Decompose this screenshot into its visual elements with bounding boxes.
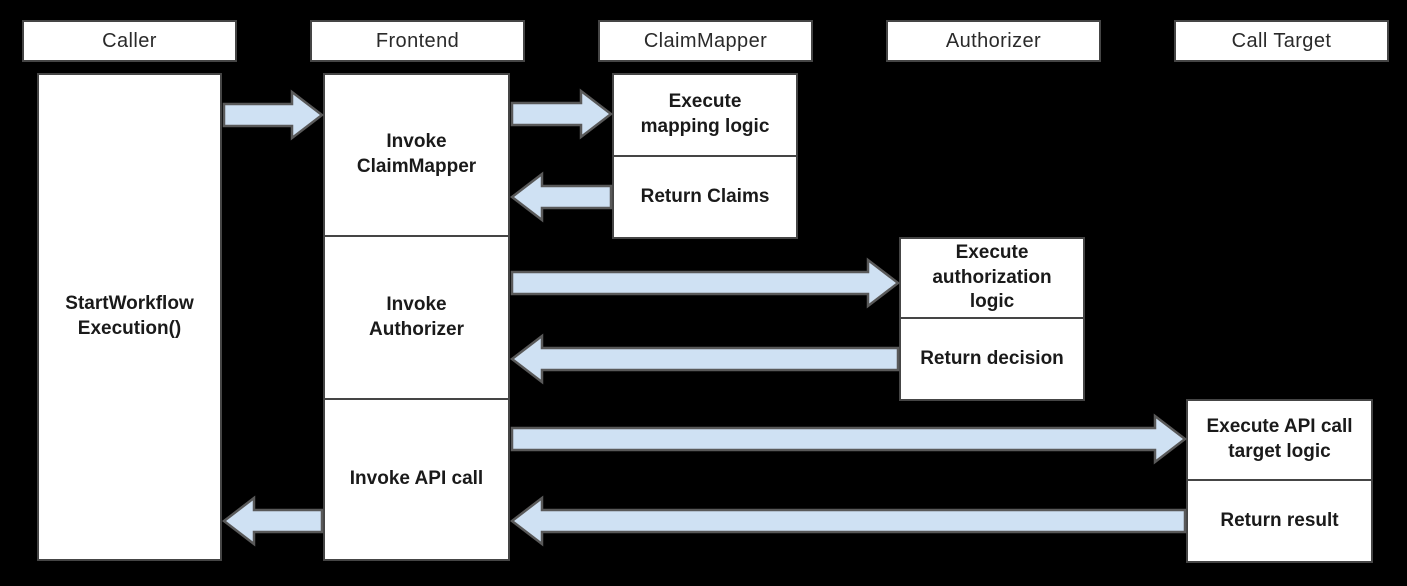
step-execute-api-call-target-logic: Execute API call target logic bbox=[1188, 401, 1371, 481]
activation-claimmapper: Execute mapping logic Return Claims bbox=[612, 73, 798, 239]
lifeline-header-calltarget: Call Target bbox=[1174, 20, 1389, 62]
step-invoke-claimmapper: Invoke ClaimMapper bbox=[325, 75, 508, 237]
arrow-frontend-to-calltarget bbox=[510, 413, 1188, 465]
step-invoke-authorizer: Invoke Authorizer bbox=[325, 237, 508, 400]
step-return-result: Return result bbox=[1220, 509, 1339, 531]
activation-authorizer: Execute authorization logic Return decis… bbox=[899, 237, 1085, 401]
lifeline-header-claimmapper: ClaimMapper bbox=[598, 20, 813, 62]
step-execute-mapping-logic: Execute mapping logic bbox=[614, 75, 796, 157]
step-invoke-api-call: Invoke API call bbox=[349, 468, 484, 490]
lifeline-header-caller-label: Caller bbox=[102, 29, 157, 52]
step-startworkflowexecution: StartWorkflow Execution() bbox=[65, 293, 194, 339]
arrow-caller-to-frontend bbox=[222, 89, 325, 141]
lifeline-header-calltarget-label: Call Target bbox=[1231, 29, 1332, 52]
lifeline-header-authorizer-label: Authorizer bbox=[945, 29, 1042, 52]
arrow-claimmapper-return-to-frontend bbox=[509, 171, 613, 223]
lifeline-header-frontend-label: Frontend bbox=[375, 29, 460, 52]
arrow-authorizer-return-to-frontend bbox=[509, 333, 900, 385]
arrow-frontend-return-to-caller bbox=[221, 495, 324, 547]
arrow-calltarget-return-to-frontend bbox=[509, 495, 1187, 547]
arrow-frontend-to-authorizer bbox=[510, 257, 901, 309]
lifeline-header-frontend: Frontend bbox=[310, 20, 525, 62]
lifeline-header-claimmapper-label: ClaimMapper bbox=[643, 29, 768, 52]
step-return-decision: Return decision bbox=[920, 347, 1064, 369]
activation-calltarget: Execute API call target logic Return res… bbox=[1186, 399, 1373, 563]
lifeline-header-caller: Caller bbox=[22, 20, 237, 62]
arrow-frontend-to-claimmapper bbox=[510, 88, 614, 140]
step-execute-authorization-logic: Execute authorization logic bbox=[901, 239, 1083, 319]
lifeline-header-authorizer: Authorizer bbox=[886, 20, 1101, 62]
step-return-claims: Return Claims bbox=[640, 185, 770, 207]
activation-frontend: Invoke ClaimMapper Invoke Authorizer Inv… bbox=[323, 73, 510, 561]
activation-caller: StartWorkflow Execution() bbox=[37, 73, 222, 561]
